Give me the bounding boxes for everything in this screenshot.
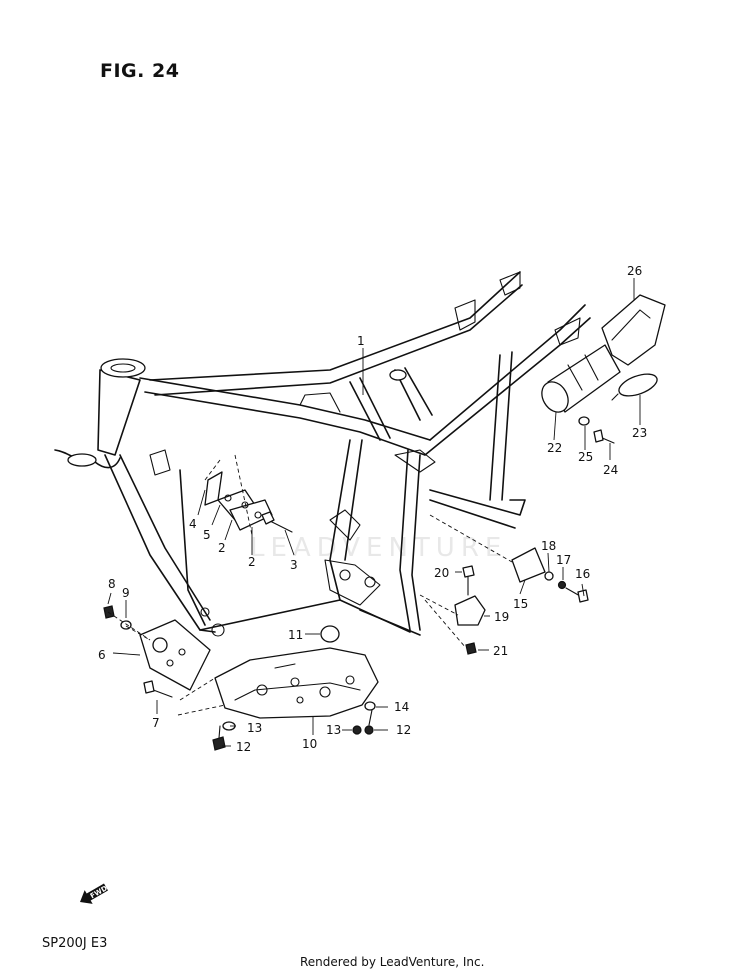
callout-22: 22 bbox=[547, 441, 562, 455]
forward-arrow-label: FWD bbox=[89, 884, 109, 900]
callout-13b: 13 bbox=[326, 723, 341, 737]
callout-10: 10 bbox=[302, 737, 317, 751]
fig-title: FIG. 24 bbox=[100, 60, 180, 82]
callout-16: 16 bbox=[575, 567, 590, 581]
callout-11: 11 bbox=[288, 628, 303, 642]
callout-12a: 12 bbox=[236, 740, 251, 754]
callout-12b: 12 bbox=[396, 723, 411, 737]
callout-20: 20 bbox=[434, 566, 449, 580]
muffler-assembly bbox=[541, 294, 666, 444]
callout-21: 21 bbox=[493, 644, 508, 658]
main-frame bbox=[54, 271, 591, 637]
callout-3: 3 bbox=[290, 558, 298, 572]
callout-26: 26 bbox=[627, 264, 642, 278]
rear-parts bbox=[419, 514, 589, 655]
bolt-3 bbox=[261, 511, 293, 533]
callout-9: 9 bbox=[122, 586, 130, 600]
forward-arrow-icon: FWD bbox=[80, 883, 109, 904]
callout-5: 5 bbox=[203, 528, 211, 542]
callout-19: 19 bbox=[494, 610, 509, 624]
callout-13a: 13 bbox=[247, 721, 262, 735]
callout-1: 1 bbox=[357, 334, 365, 348]
model-code: SP200J E3 bbox=[42, 936, 108, 951]
render-credit: Rendered by LeadVenture, Inc. bbox=[300, 955, 485, 969]
callout-8: 8 bbox=[108, 577, 116, 591]
callout-labels: 1 2 2 3 4 5 6 7 8 9 10 11 12 12 13 13 14… bbox=[98, 264, 647, 754]
leader-lines bbox=[107, 278, 641, 747]
callout-4: 4 bbox=[189, 517, 197, 531]
engine-mount-brackets bbox=[204, 454, 273, 536]
callout-6: 6 bbox=[98, 648, 106, 662]
callout-24: 24 bbox=[603, 463, 618, 477]
callout-18: 18 bbox=[541, 539, 556, 553]
rubber-11 bbox=[320, 625, 340, 643]
callout-2b: 2 bbox=[248, 555, 256, 569]
callout-17: 17 bbox=[556, 553, 571, 567]
callout-14: 14 bbox=[394, 700, 409, 714]
bracket-6 bbox=[103, 605, 211, 698]
callout-2a: 2 bbox=[218, 541, 226, 555]
callout-23: 23 bbox=[632, 426, 647, 440]
skid-fasteners bbox=[212, 701, 376, 751]
callout-7: 7 bbox=[152, 716, 160, 730]
skid-plate-10 bbox=[177, 647, 379, 719]
callout-25: 25 bbox=[578, 450, 593, 464]
callout-15: 15 bbox=[513, 597, 528, 611]
